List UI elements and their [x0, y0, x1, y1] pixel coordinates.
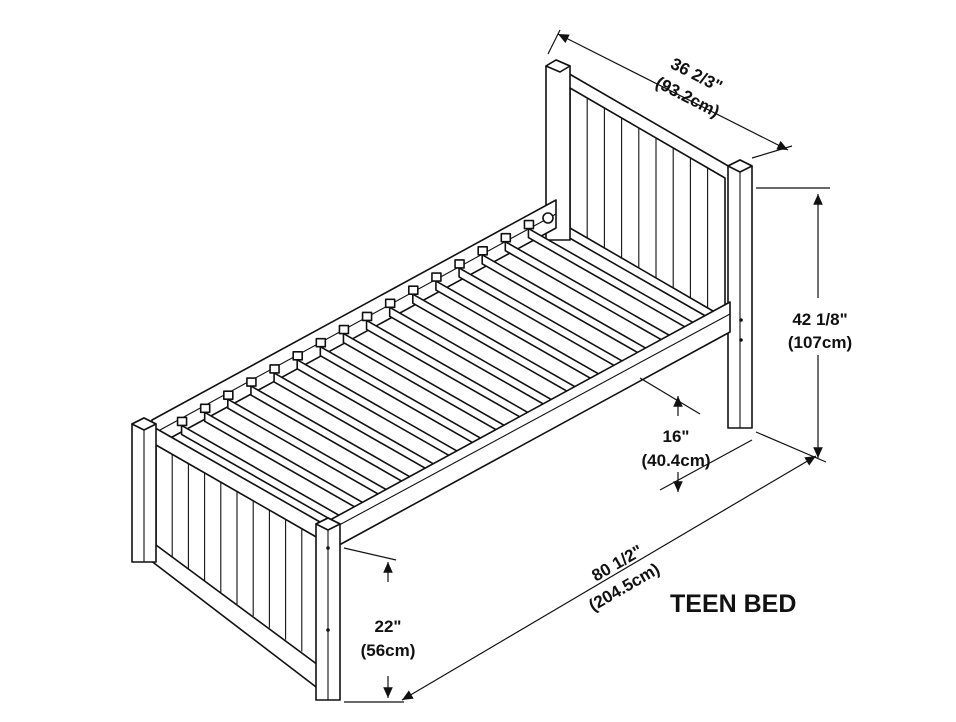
footboard-height-metric: (56cm) [361, 641, 416, 660]
slat-clip [315, 337, 327, 348]
slat-clip [408, 285, 419, 295]
slat-clip [223, 390, 234, 400]
slat [435, 280, 607, 388]
slat-clip [361, 311, 373, 322]
headboard-height-imperial: 42 1/8" [792, 310, 847, 329]
slat-clip [199, 403, 211, 414]
clearance-imperial: 16" [663, 427, 690, 446]
slat-clip [292, 351, 303, 361]
slat [388, 306, 561, 415]
slat-clip [269, 364, 280, 374]
slat-clip [523, 219, 535, 230]
slat-clip [246, 377, 257, 387]
slat [319, 345, 492, 454]
clearance-metric: (40.4cm) [642, 451, 711, 470]
slat [273, 372, 445, 480]
slat [296, 359, 468, 467]
slat [342, 332, 515, 441]
slat [458, 267, 630, 375]
slat [250, 385, 422, 493]
slat-clip [500, 232, 512, 243]
slat-clip [384, 298, 396, 309]
product-title: TEEN BED [670, 590, 796, 618]
footboard-height-imperial: 22" [375, 617, 402, 636]
headboard-height-metric: (107cm) [788, 333, 852, 352]
footboard [131, 417, 341, 701]
slat-clip [338, 324, 350, 335]
slat-clip [454, 259, 465, 269]
slat-clip [176, 416, 188, 427]
slat [412, 293, 584, 401]
dimension-footboard-height: 22" (56cm) [343, 547, 416, 698]
slat-clip [477, 246, 488, 256]
slat-clip [431, 272, 442, 282]
slats [176, 219, 700, 533]
slat [365, 319, 538, 428]
dimension-headboard-height: 42 1/8" (107cm) [755, 187, 852, 463]
